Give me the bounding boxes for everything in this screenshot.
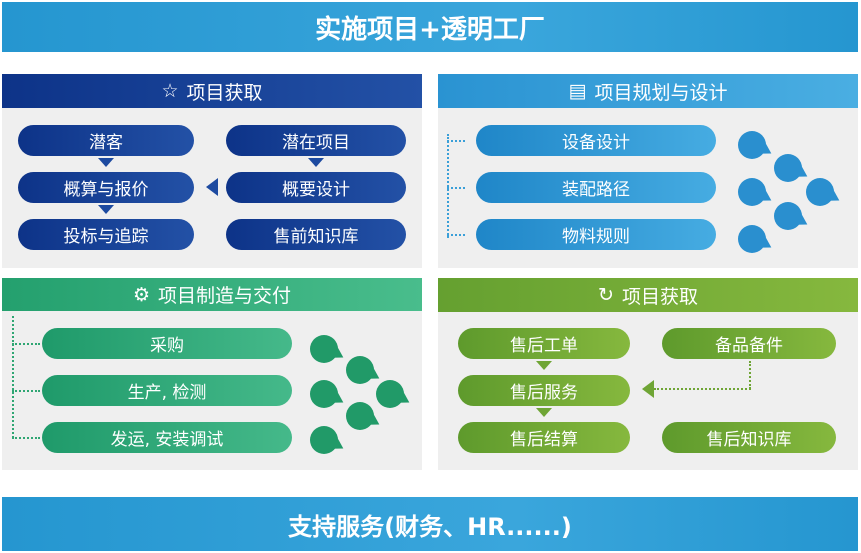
bubble-icon <box>806 178 834 206</box>
panel-title: 项目获取 <box>621 285 698 308</box>
step-button[interactable]: 概要设计 <box>226 172 406 203</box>
bubble-icon <box>346 356 374 384</box>
step-button[interactable]: 潜客 <box>18 125 194 156</box>
bubble-icon <box>310 426 338 454</box>
star-hand-icon: ☆ <box>161 80 179 102</box>
step-button[interactable]: 设备设计 <box>476 125 716 156</box>
panel-project-manufacture: ⚙ 项目制造与交付 采购 生产, 检测 发运, 安装调试 <box>2 278 422 470</box>
panel-after-sales: ↻ 项目获取 售后工单 售后服务 售后结算 备品备件 售后知识库 <box>438 278 858 470</box>
step-button[interactable]: 采购 <box>42 328 292 359</box>
connector-line <box>12 390 40 392</box>
panel-project-design: ▤ 项目规划与设计 设备设计 装配路径 物料规则 <box>438 74 858 268</box>
step-button[interactable]: 售后知识库 <box>662 422 836 453</box>
bubble-icon <box>774 202 802 230</box>
connector-line <box>654 388 751 390</box>
arrow-down-icon <box>536 408 552 417</box>
bubble-icon <box>310 380 338 408</box>
page-title: 实施项目+透明工厂 <box>315 14 545 45</box>
footer-title: 支持服务(财务、HR......) <box>288 512 572 541</box>
arrow-down-icon <box>308 158 324 167</box>
step-button[interactable]: 投标与追踪 <box>18 219 194 250</box>
panel-header: ▤ 项目规划与设计 <box>438 74 858 108</box>
connector-line <box>12 343 40 345</box>
arrow-left-icon <box>206 178 218 196</box>
panel-project-acquisition: ☆ 项目获取 潜客 概算与报价 投标与追踪 潜在项目 概要设计 售前知识库 <box>2 74 422 268</box>
arrow-down-icon <box>98 158 114 167</box>
step-button[interactable]: 售后工单 <box>458 328 630 359</box>
bubble-icon <box>310 335 338 363</box>
connector-line <box>447 234 465 236</box>
person-cycle-icon: ↻ <box>598 284 614 306</box>
step-button[interactable]: 装配路径 <box>476 172 716 203</box>
step-button[interactable]: 潜在项目 <box>226 125 406 156</box>
panel-header: ☆ 项目获取 <box>2 74 422 108</box>
connector-line <box>749 361 751 389</box>
panel-header: ↻ 项目获取 <box>438 278 858 312</box>
panel-title: 项目获取 <box>186 81 263 104</box>
panel-header: ⚙ 项目制造与交付 <box>2 278 422 311</box>
connector-line <box>447 187 465 189</box>
bubble-icon <box>738 131 766 159</box>
connector-line <box>447 134 449 238</box>
blueprint-icon: ▤ <box>568 80 587 102</box>
arrow-down-icon <box>536 361 552 370</box>
bubble-icon <box>738 178 766 206</box>
footer-banner: 支持服务(财务、HR......) <box>2 497 858 551</box>
bubble-icon <box>376 380 404 408</box>
step-button[interactable]: 生产, 检测 <box>42 375 292 406</box>
panel-title: 项目制造与交付 <box>158 285 292 307</box>
step-button[interactable]: 物料规则 <box>476 219 716 250</box>
step-button[interactable]: 售前知识库 <box>226 219 406 250</box>
bubble-icon <box>346 402 374 430</box>
connector-line <box>12 437 40 439</box>
connector-line <box>12 316 14 438</box>
bubble-icon <box>738 225 766 253</box>
title-banner: 实施项目+透明工厂 <box>2 2 858 52</box>
step-button[interactable]: 售后服务 <box>458 375 630 406</box>
step-button[interactable]: 发运, 安装调试 <box>42 422 292 453</box>
bubble-icon <box>774 154 802 182</box>
panel-title: 项目规划与设计 <box>594 81 728 104</box>
step-button[interactable]: 售后结算 <box>458 422 630 453</box>
team-gear-icon: ⚙ <box>132 283 151 306</box>
connector-line <box>447 140 465 142</box>
arrow-down-icon <box>98 205 114 214</box>
step-button[interactable]: 备品备件 <box>662 328 836 359</box>
arrow-left-icon <box>642 380 654 398</box>
step-button[interactable]: 概算与报价 <box>18 172 194 203</box>
